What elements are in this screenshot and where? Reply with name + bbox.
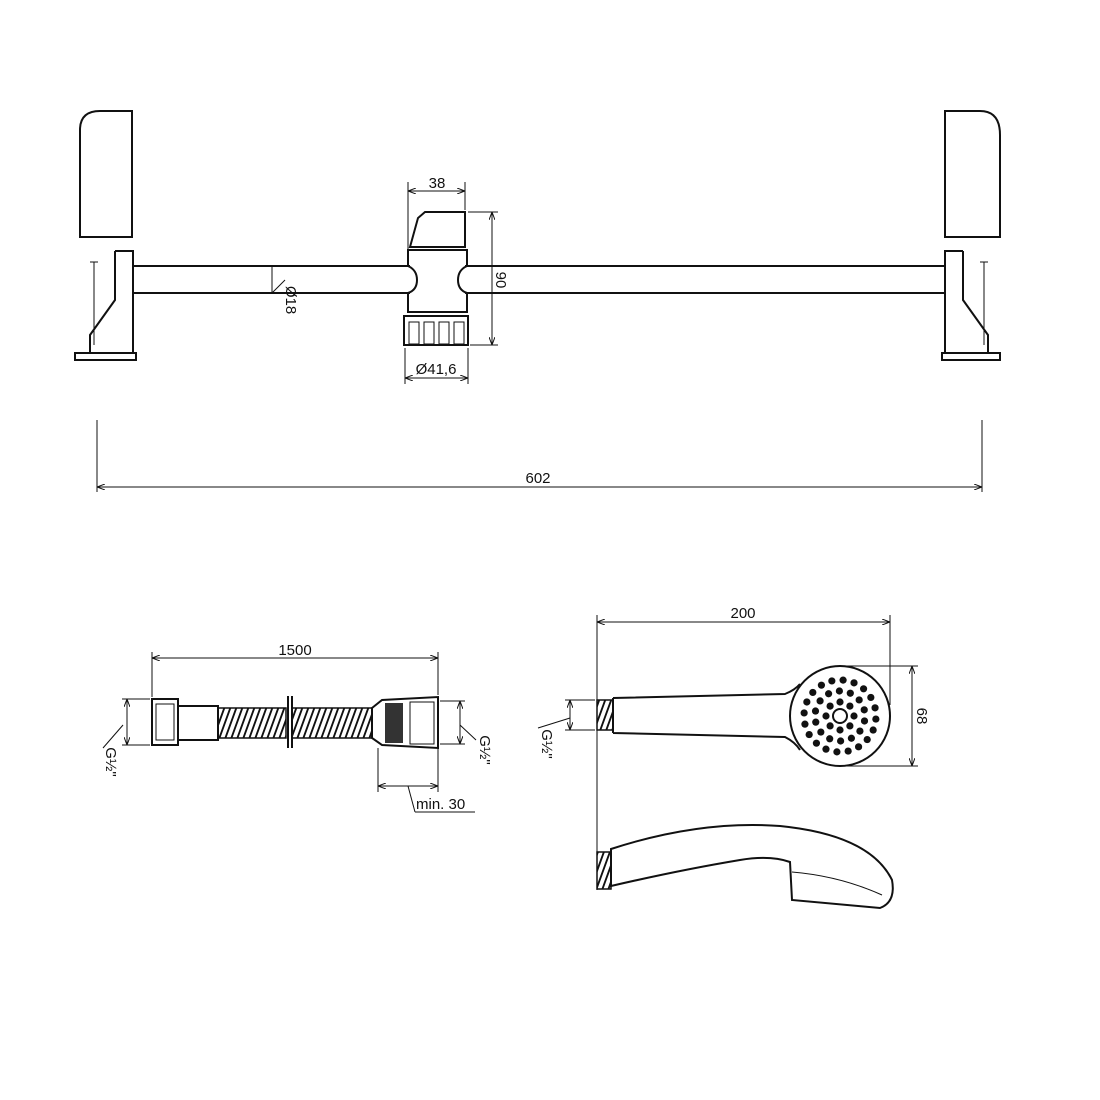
center-nozzle [832,708,848,724]
spray-hole [854,743,863,751]
dimension-bar-diameter: Ø18 [271,266,299,314]
spray-hole [871,704,879,712]
slider-width-label: 38 [429,175,446,192]
spray-hole [822,745,830,753]
spray-hole [835,687,843,695]
head-diameter-label: 68 [913,708,930,725]
dimension-thread-left: G½" [102,698,150,777]
spray-hole [846,702,854,710]
spray-hole [812,718,820,726]
spray-hole [872,715,880,723]
spray-hole [803,698,811,706]
spray-hole [805,730,813,739]
spray-hole [811,707,820,715]
spray-hole [839,676,847,684]
spray-hole [836,726,844,734]
dimension-thread: G½" [537,699,595,759]
thread-connector [596,699,614,731]
shower-hose: 1500 G½" G½" min. 30 [102,642,493,813]
dimension-1500: 1500 [151,642,439,697]
spray-hole [837,737,845,745]
spray-hole [800,709,808,717]
right-wall-bracket [941,250,1001,361]
dimension-thread-right: G½" [440,700,493,765]
hose-thread-left-label: G½" [102,747,119,777]
spray-hole [855,696,863,704]
min-length-label: min. 30 [416,796,465,813]
hand-shower: 200 68 G½" [537,605,930,910]
hose-length-label: 1500 [278,642,311,659]
right-end-cap [944,110,1001,238]
hose-corrugated-right [291,707,373,739]
spray-hole [801,720,809,728]
spray-hole [809,688,817,697]
dimension-602: 602 [96,420,983,492]
nut-diameter-label: Ø41,6 [416,361,457,378]
spray-hole [863,735,871,744]
bar-diameter-label: Ø18 [282,286,299,314]
dimension-90: 90 [468,211,509,346]
spray-hole [817,728,825,736]
dimension-68: 68 [842,665,930,767]
spray-hole [812,739,821,747]
spray-hole [826,735,834,743]
shower-head [789,665,891,767]
spray-hole [856,727,864,735]
spray-hole [833,748,841,756]
spray-hole [822,712,830,720]
spray-hole [867,693,875,702]
dimension-nut-diameter: Ø41,6 [404,348,469,384]
spray-hole [826,722,834,730]
slide-rail: 38 90 Ø18 Ø41,6 602 [74,110,1001,492]
spray-hole [860,706,868,714]
left-wall-bracket [74,250,137,361]
handle-side-view [610,824,894,910]
spray-hole [860,717,869,725]
rail-bar [133,265,945,294]
hose-corrugated-left [217,707,287,739]
spray-hole [850,679,858,687]
spray-hole [828,677,836,685]
spray-hole [846,689,854,697]
spray-hole [816,697,824,705]
dimension-min-30: min. 30 [377,748,475,813]
slider [403,211,469,346]
spray-hole [846,722,854,730]
spray-hole [869,726,877,734]
spray-hole [836,698,844,706]
handle-top-view [612,683,801,751]
left-end-cap [79,110,133,238]
spray-hole [859,685,868,693]
dimension-200: 200 [596,605,891,890]
spray-hole [847,734,855,742]
thread-connector-side [596,851,612,890]
spray-hole [826,702,834,710]
hose-cone-nut [371,695,439,750]
slider-height-label: 90 [492,272,509,289]
dimension-38: 38 [407,175,466,250]
spray-holes [800,676,880,756]
hose-thread-right-label: G½" [476,735,493,765]
shower-thread-label: G½" [538,729,555,759]
spray-hole [850,712,858,720]
overall-length-label: 602 [525,470,550,487]
shower-length-label: 200 [730,605,755,622]
spray-hole [817,681,826,689]
spray-hole [825,690,833,698]
spray-hole [844,747,852,755]
